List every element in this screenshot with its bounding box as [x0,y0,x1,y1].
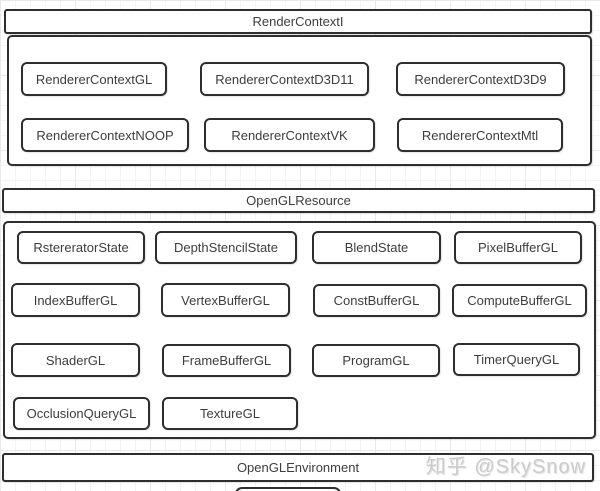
node-label: TextureGL [200,406,260,421]
node-label: RendererContextGL [35,71,153,87]
node-renderer-context-d3d9: RendererContextD3D9 [396,62,565,96]
node-renderer-context-vk: RendererContextVK [204,118,375,152]
node-partial-bottom [235,487,341,491]
node-label: OcclusionQueryGL [26,406,137,421]
node-depth-stencil-state: DepthStencilState [155,231,297,264]
node-label: RstereratorState [33,240,129,255]
node-label: IndexBufferGL [33,292,118,308]
node-label: PixelBufferGL [478,240,558,255]
node-label: DepthStencilState [173,240,279,255]
node-blend-state: BlendState [312,231,441,264]
node-program-gl: ProgramGL [312,344,440,377]
node-label: ProgramGL [342,353,410,368]
section-title-openglenvironment: OpenGLEnvironment [2,453,594,482]
section-title-openglresource: OpenGLResource [2,188,595,213]
node-label: ShaderGL [45,352,106,368]
node-renderer-context-gl: RendererContextGL [21,62,167,96]
node-label: RendererContextMtl [421,127,539,143]
node-rstererator-state: RstereratorState [17,231,145,264]
node-label: RendererContextNOOP [36,127,174,143]
node-occlusion-query-gl: OcclusionQueryGL [13,397,150,430]
node-frame-buffer-gl: FrameBufferGL [162,344,291,377]
node-const-buffer-gl: ConstBufferGL [313,284,440,317]
node-timer-query-gl: TimerQueryGL [453,343,580,376]
node-label: RendererContextD3D9 [414,71,547,87]
section-title-rendercontexti-label: RenderContextI [252,14,344,29]
node-pixel-buffer-gl: PixelBufferGL [454,231,582,264]
node-label: RendererContextVK [231,127,348,143]
node-texture-gl: TextureGL [162,397,298,430]
section-title-openglenvironment-label: OpenGLEnvironment [236,460,360,475]
section-title-openglresource-label: OpenGLResource [246,193,351,208]
node-label: RendererContextD3D11 [215,71,354,87]
node-shader-gl: ShaderGL [11,343,140,377]
node-label: VertexBufferGL [181,292,270,308]
node-renderer-context-mtl: RendererContextMtl [397,118,563,152]
node-label: ComputeBufferGL [467,293,572,308]
node-label: ConstBufferGL [333,293,420,308]
section-title-rendercontexti: RenderContextI [4,9,592,34]
node-renderer-context-d3d11: RendererContextD3D11 [200,62,369,96]
zhihu-watermark: 知乎 @SkySnow [425,456,586,478]
node-label: BlendState [344,240,409,255]
node-vertex-buffer-gl: VertexBufferGL [161,283,290,317]
node-label: TimerQueryGL [473,352,560,367]
node-label: FrameBufferGL [181,353,272,368]
node-index-buffer-gl: IndexBufferGL [11,283,140,317]
node-compute-buffer-gl: ComputeBufferGL [452,284,587,317]
node-renderer-context-noop: RendererContextNOOP [21,118,189,152]
